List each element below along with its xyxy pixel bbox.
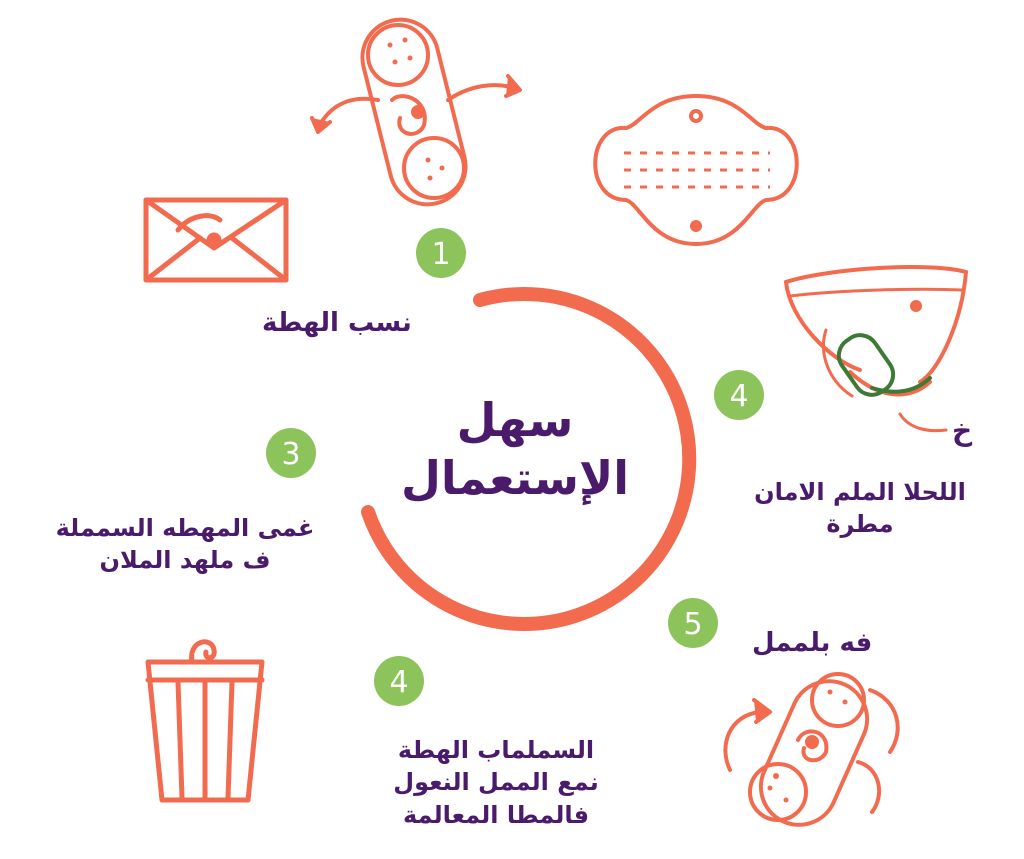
trash-bin-icon: [145, 639, 265, 803]
step-2-label-line-2: مطرة: [826, 510, 894, 539]
step-badge-4: 4: [374, 656, 424, 706]
pad-peel-icon: [310, 17, 522, 207]
center-ring: [361, 286, 697, 631]
wrapper-envelope-icon: [143, 197, 289, 283]
step-4-label-line-3: فالمطا المعالمة: [402, 800, 590, 829]
center-title-line-1: سهل: [456, 393, 574, 447]
svg-text:4: 4: [389, 665, 408, 700]
step-3-label: فه بلممل: [752, 626, 872, 661]
step-2-note-text: خ: [952, 414, 973, 447]
svg-text:3: 3: [281, 437, 300, 472]
underwear-pad-icon: [784, 265, 968, 433]
step-5-label-line-2: ف ملهد الملان: [99, 546, 271, 575]
center-title: سهل الإستعمال: [380, 392, 650, 507]
step-3-label-line-1: فه بلممل: [752, 628, 873, 658]
step-4-label: السملماب الهطة نمع الممل النعول فالمطا ا…: [356, 734, 636, 831]
step-1-label: نسب الهطة: [262, 306, 412, 341]
step-5-label: غمى المهطه السمملة ف ملهد الملان: [34, 512, 336, 577]
step-4-label-line-1: السملماب الهطة: [397, 736, 595, 764]
step-4-label-line-2: نمع الممل النعول: [393, 768, 599, 797]
step-2-label: اللحلا الملم الامان مطرة: [724, 476, 996, 541]
center-title-line-2: الإستعمال: [400, 450, 630, 505]
step-badge-2: 4: [714, 370, 764, 420]
pad-wings-icon: [593, 94, 799, 246]
svg-text:4: 4: [729, 379, 748, 414]
svg-text:5: 5: [683, 607, 702, 642]
step-1-label-line-1: نسب الهطة: [262, 308, 412, 338]
step-5-label-line-1: غمى المهطه السمملة: [55, 514, 315, 542]
step-badge-3: 5: [668, 598, 718, 648]
step-2-note: خ: [952, 412, 972, 450]
step-badge-1: 1: [416, 228, 466, 278]
step-2-label-line-1: اللحلا الملم الامان: [754, 478, 966, 506]
svg-text:1: 1: [431, 237, 450, 272]
pad-roll-icon: [723, 672, 900, 827]
step-badge-5: 3: [266, 428, 316, 478]
